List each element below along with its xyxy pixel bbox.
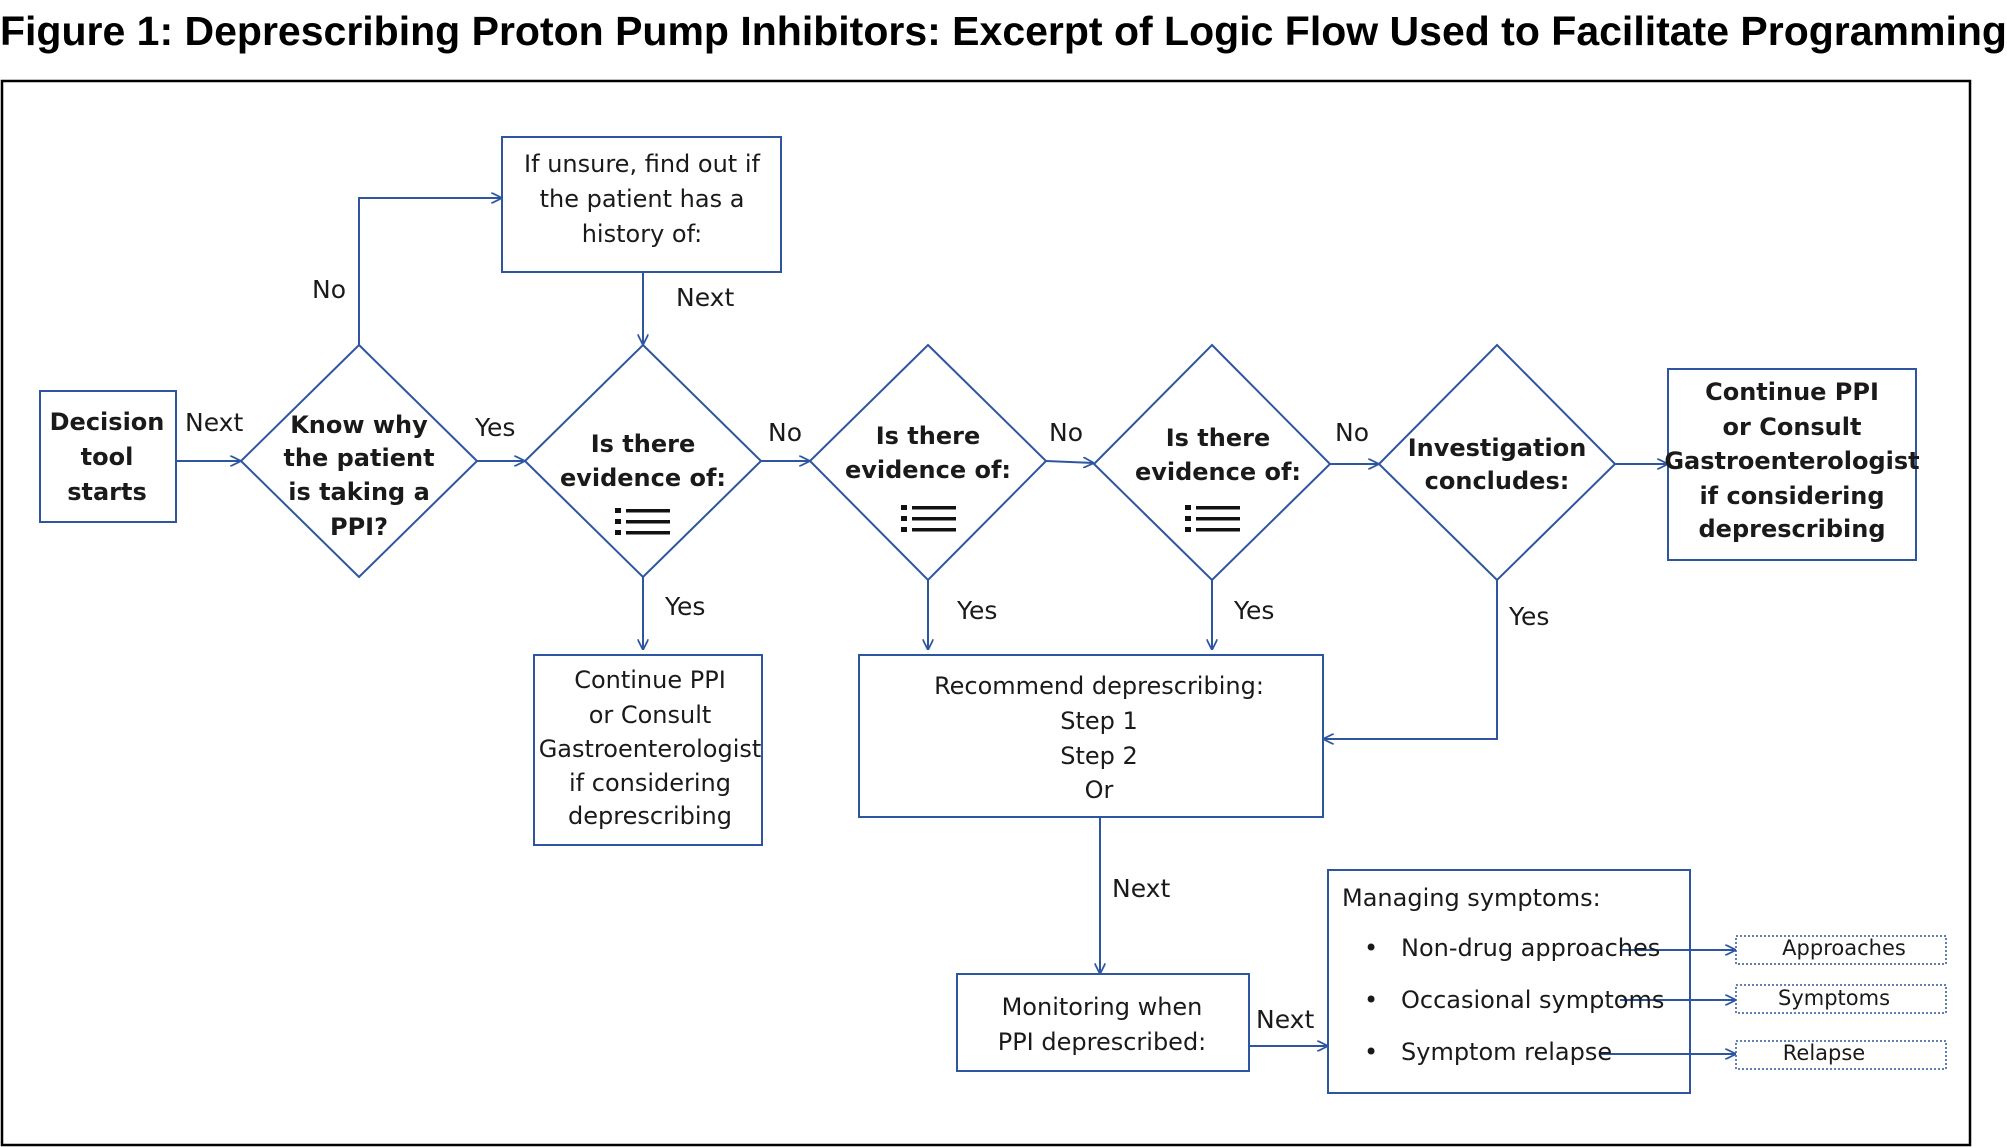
continue-right-text-line: Gastroenterologist [1664,447,1919,475]
managing-bullet: • [1364,1038,1378,1066]
evidence1-text-line: Is there [591,430,696,458]
continue-right-text-line: if considering [1699,482,1884,510]
continue-left-text-line: if considering [569,769,731,797]
managing-heading: Managing symptoms: [1342,884,1601,912]
continue-left-box [533,654,763,846]
managing-item-nondrug: Non-drug approaches [1401,934,1660,962]
evidence1-text-line: evidence of: [560,464,726,492]
edge-label-next: Next [185,408,243,437]
arrow-yes-investigation-to-recommend [1323,580,1498,739]
recommend-text-line: Step 1 [1060,707,1138,735]
monitoring-box [956,973,1250,1072]
edge-label-yes: Yes [1233,596,1274,625]
recommend-box [858,654,1324,818]
edge-label-yes: Yes [664,592,705,621]
knowwhy-text-line: is taking a [288,478,430,506]
recommend-text-line: Step 2 [1060,742,1138,770]
if-unsure-text-line: If unsure, find out if [524,150,760,178]
investigation-text-line: concludes: [1425,467,1570,495]
edge-label-yes: Yes [956,596,997,625]
arrow-no-to-ifunsure [358,198,502,345]
evidence3-text-line: evidence of: [1135,458,1301,486]
managing-box [1327,869,1691,1094]
continue-right-text-line: or Consult [1723,413,1862,441]
managing-bullet: • [1364,934,1378,962]
continue-left-text-line: Gastroenterologist [539,735,762,763]
evidence2-text-line: evidence of: [845,456,1011,484]
symptoms-link-box[interactable] [1735,984,1947,1014]
edge-label-yes: Yes [474,413,515,442]
if-unsure-text-line: the patient has a [540,185,745,213]
managing-item-relapse: Symptom relapse [1401,1038,1612,1066]
start-text-line: starts [67,478,147,506]
knowwhy-text-line: Know why [290,411,428,439]
figure-title: Figure 1: Deprescribing Proton Pump Inhi… [0,8,2007,54]
relapse-link-label[interactable]: Relapse [1783,1041,1865,1065]
start-text-line: tool [81,443,134,471]
investigation-diamond [1377,343,1617,582]
approaches-link-box[interactable] [1735,935,1947,965]
know-why-diamond [239,343,479,579]
monitoring-text-line: Monitoring when [1002,993,1203,1021]
symptoms-link-label[interactable]: Symptoms [1778,986,1890,1010]
knowwhy-text-line: the patient [283,444,434,472]
investigation-text-line: Investigation [1408,434,1587,462]
edge-label-no: No [1335,418,1369,447]
start-box [39,390,177,523]
recommend-text-line: Recommend deprescribing: [934,672,1264,700]
continue-right-text-line: deprescribing [1699,515,1886,543]
knowwhy-text-line: PPI? [330,513,388,541]
continue-left-text-line: deprescribing [568,802,732,830]
if-unsure-box [501,136,782,273]
monitoring-text-line: PPI deprescribed: [998,1028,1207,1056]
arrow-no-to-evidence3 [1045,461,1094,463]
continue-left-text-line: or Consult [589,701,712,729]
edge-label-yes: Yes [1508,602,1549,631]
edge-label-next: Next [676,283,734,312]
evidence1-diamond [523,343,763,579]
if-unsure-text-line: history of: [582,220,703,248]
edge-label-no: No [768,418,802,447]
figure-frame [0,79,1972,1147]
evidence2-text-line: Is there [876,422,981,450]
edge-label-next: Next [1256,1005,1314,1034]
edge-label-no: No [312,275,346,304]
recommend-text-line: Or [1085,776,1114,804]
managing-bullet: • [1364,986,1378,1014]
evidence3-text-line: Is there [1166,424,1271,452]
relapse-link-box[interactable] [1735,1040,1947,1070]
edge-label-no: No [1049,418,1083,447]
approaches-link-label[interactable]: Approaches [1782,936,1906,960]
start-text-line: Decision [50,408,165,436]
managing-item-occasional: Occasional symptoms [1401,986,1664,1014]
continue-left-text-line: Continue PPI [574,666,726,694]
edge-label-next: Next [1112,874,1170,903]
continue-right-text-line: Continue PPI [1705,378,1879,406]
